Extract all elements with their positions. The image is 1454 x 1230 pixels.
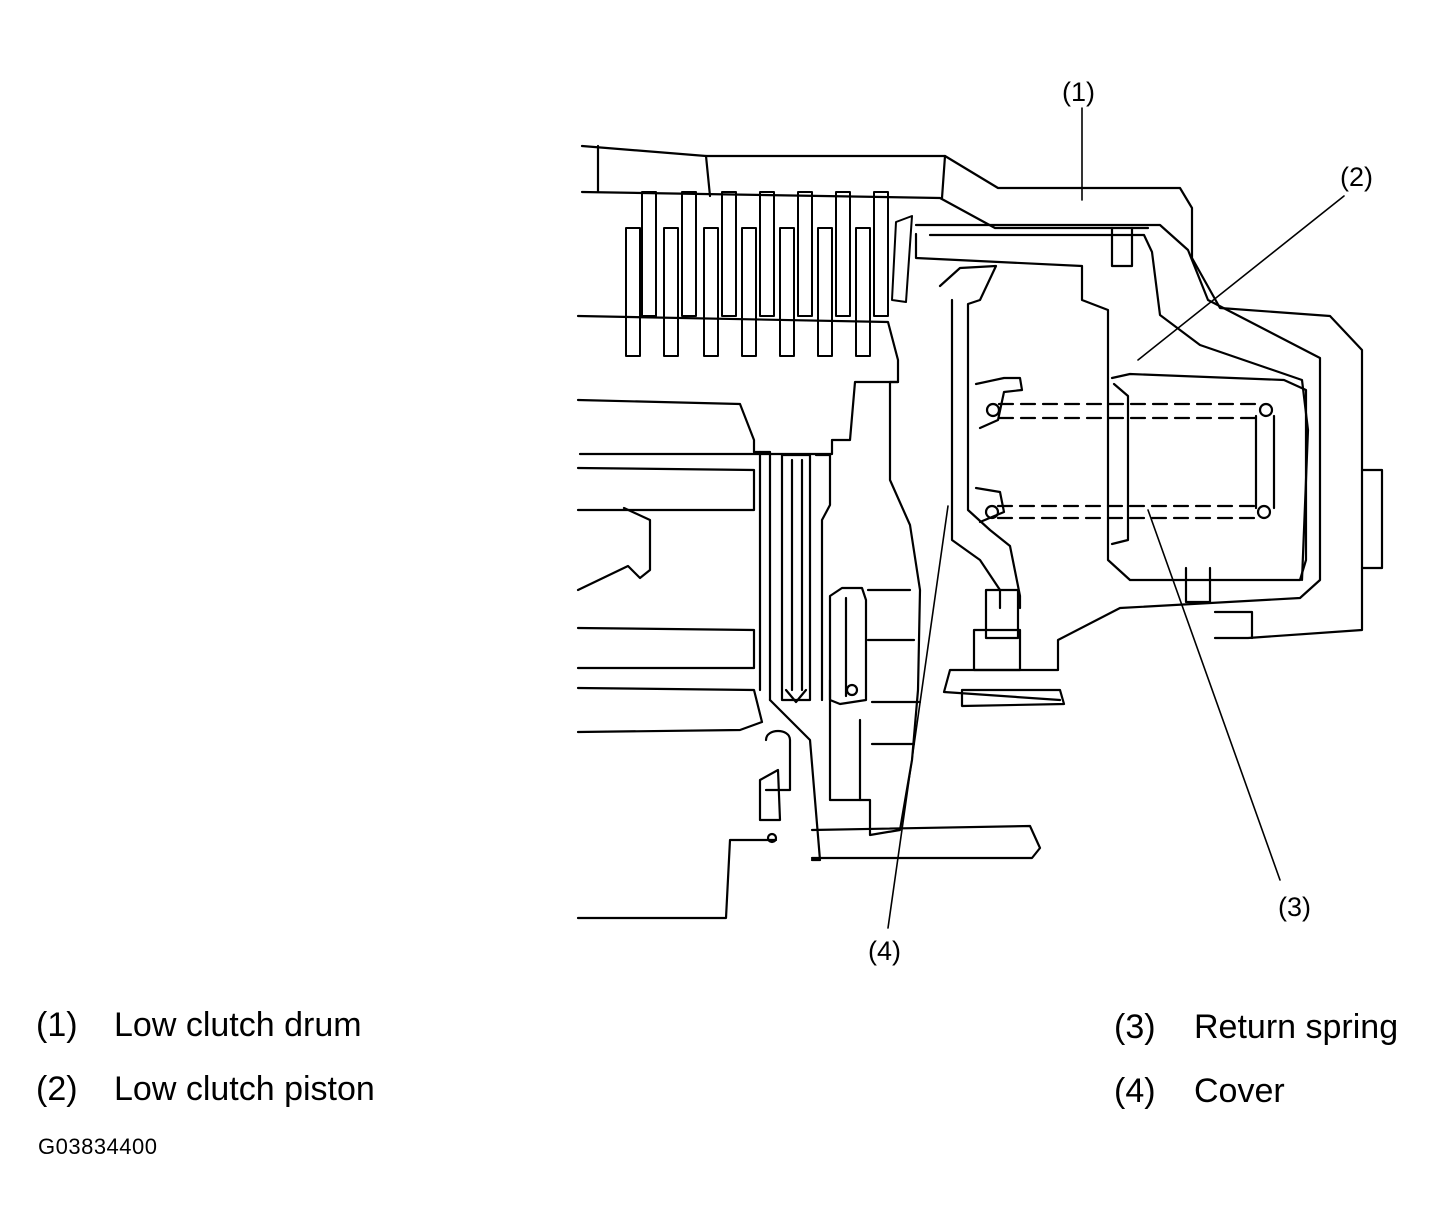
hub-structure: [576, 314, 1042, 920]
legend-label: Cover: [1194, 1072, 1285, 1110]
legend-label: Return spring: [1194, 1008, 1399, 1046]
figure-code: G03834400: [38, 1134, 158, 1159]
legend-number: (3): [1114, 1008, 1156, 1046]
seal-parts: [758, 586, 868, 844]
legend-number: (1): [36, 1006, 78, 1044]
legend-label: Low clutch piston: [114, 1070, 375, 1108]
callout-3: (3): [1278, 892, 1311, 922]
callout-4: (4): [868, 936, 901, 966]
low-clutch-drum: [914, 223, 1322, 702]
callout-2: (2): [1340, 162, 1373, 192]
legend-label: Low clutch drum: [114, 1006, 362, 1044]
legend-number: (2): [36, 1070, 78, 1108]
cover: [938, 264, 1066, 708]
return-spring: [974, 376, 1276, 524]
leader-lines: [887, 107, 1345, 929]
clutch-plates: [625, 191, 913, 357]
clutch-cross-section-diagram: (1) (2) (3) (4): [576, 77, 1384, 966]
low-clutch-piston: [914, 232, 1308, 604]
callout-1: (1): [1062, 77, 1095, 107]
legend-number: (4): [1114, 1072, 1156, 1110]
